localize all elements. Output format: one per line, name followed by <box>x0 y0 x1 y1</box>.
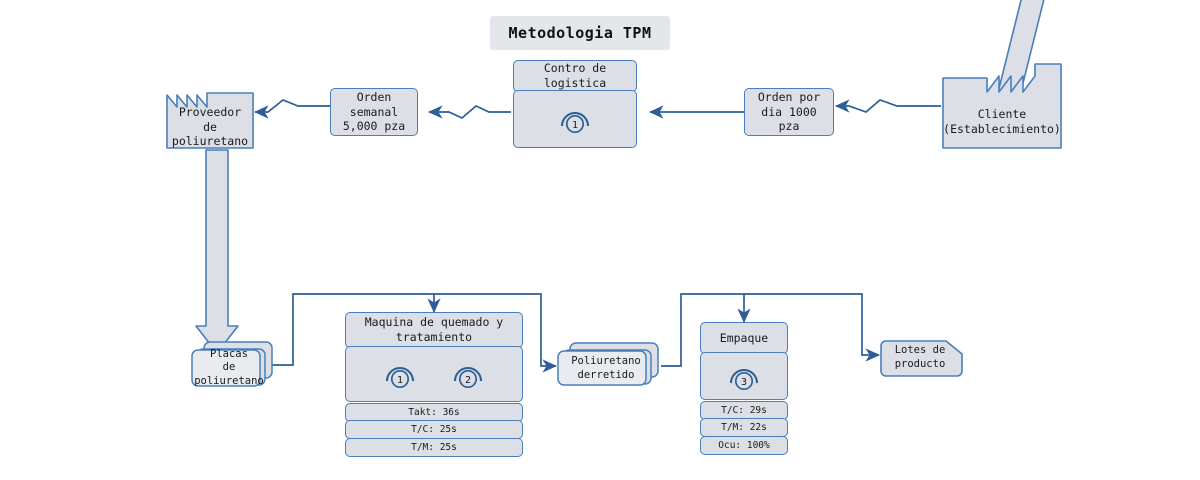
connector-melted-to-pack <box>661 293 751 367</box>
process-pack-data-row: T/C: 29s <box>700 401 788 420</box>
supplier-label: Proveedor de poliuretano <box>171 104 249 149</box>
connector-burn-to-melted <box>434 293 558 373</box>
process-burn-data-row: Takt: 36s <box>345 403 523 422</box>
inventory-melted-node: Poliuretano derretido <box>556 341 662 391</box>
connector-pack-to-finished <box>744 293 881 362</box>
process-burn-box: Maquina de quemado y tratamiento 1 2 Tak… <box>345 312 523 457</box>
supplier-factory-node: Proveedor de poliuretano <box>165 85 255 150</box>
factory-icon <box>942 63 1062 149</box>
inventory-melted-label: Poliuretano derretido <box>571 355 641 381</box>
daily-order-box: Orden por dia 1000 pza <box>744 88 834 136</box>
weekly-order-label: Orden semanal 5,000 pza <box>342 89 406 134</box>
operator-icon: 1 <box>558 104 592 134</box>
page-title: Metodologia TPM <box>490 16 670 50</box>
process-burn-data-row: T/M: 25s <box>345 437 523 457</box>
operator-number: 1 <box>572 120 578 131</box>
process-burn-data-row: T/C: 25s <box>345 420 523 440</box>
process-pack-data-row: Ocu: 100% <box>700 435 788 455</box>
inventory-raw-label: Placas de poliuretano <box>194 347 264 387</box>
info-arrow-control-to-weekly-order <box>427 104 511 120</box>
customer-label: Cliente (Establecimiento) <box>943 107 1061 136</box>
process-burn-operator-row: 1 2 <box>345 346 523 403</box>
operator-number: 3 <box>741 377 747 388</box>
info-arrow-customer-to-daily-order <box>834 99 941 113</box>
process-pack-data-row: T/M: 22s <box>700 418 788 438</box>
factory-icon <box>166 92 254 149</box>
inventory-card-icon <box>880 340 963 377</box>
inventory-finished-node: Lotes de producto <box>879 336 965 378</box>
operator-icon: 3 <box>727 361 761 391</box>
operator-number: 2 <box>465 375 471 386</box>
process-burn-title: Maquina de quemado y tratamiento <box>345 312 523 348</box>
operator-icon: 1 <box>383 359 417 389</box>
weekly-order-box: Orden semanal 5,000 pza <box>330 88 418 136</box>
logistics-control-title: Contro de logistica <box>513 60 637 92</box>
customer-factory-node: Cliente (Establecimiento) <box>941 62 1063 150</box>
process-pack-box: Empaque 3 T/C: 29s T/M: 22s Ocu: 100% <box>700 322 788 455</box>
inventory-stack-icon <box>191 341 273 387</box>
logistics-control-box: Contro de logistica 1 <box>513 60 637 148</box>
process-pack-title: Empaque <box>700 322 788 354</box>
connector-raw-to-burn <box>272 293 441 366</box>
operator-number: 1 <box>397 375 403 386</box>
operator-icon: 2 <box>451 359 485 389</box>
daily-order-label: Orden por dia 1000 pza <box>757 89 821 134</box>
page-title-text: Metodologia TPM <box>508 24 652 42</box>
push-arrow-supplier-to-raw <box>195 149 239 354</box>
process-pack-operator-row: 3 <box>700 352 788 401</box>
inventory-raw-node: Placas de poliuretano <box>190 340 274 392</box>
inventory-stack-icon <box>557 342 659 386</box>
info-arrow-weekly-order-to-supplier <box>253 99 330 119</box>
logistics-control-operator-row: 1 <box>513 90 637 148</box>
inventory-finished-label: Lotes de producto <box>894 344 946 370</box>
